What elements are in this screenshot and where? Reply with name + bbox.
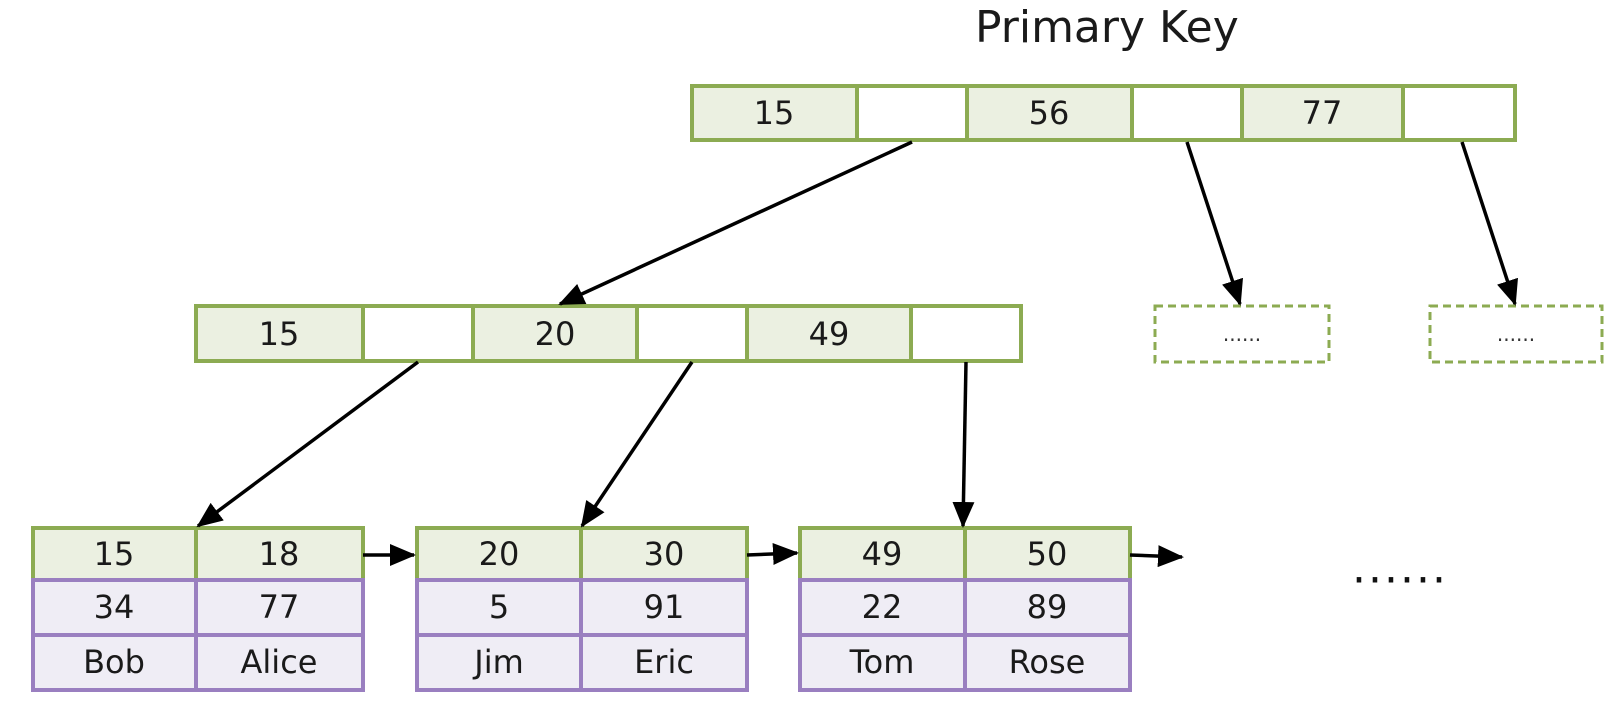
root-pointer-cell [1401,84,1517,142]
tree-pointer-arrow [1185,141,1243,306]
root-key-cell [690,84,859,142]
leaf-key: 18 [259,535,300,573]
leaf-data-cell [798,578,967,637]
root-node: 15 56 77 [690,84,1517,142]
internal-key: 15 [259,315,300,353]
internal-key-cell [194,304,365,363]
internal-key-cell [471,304,639,363]
leaf-key-cell [415,526,583,582]
internal-pointer-cell [909,304,1023,363]
leaf-node: 15 18 34 77 Bob Alice [31,526,365,692]
continuation-dots: ...... [1352,543,1448,594]
tree-pointer-arrow [952,361,975,528]
placeholder-node: ...... [1153,304,1331,364]
leaf-node: 49 50 22 89 Tom Rose [798,526,1132,692]
leaf-key: 50 [1027,535,1068,573]
root-key: 77 [1302,94,1343,132]
root-key-cell [1240,84,1405,142]
internal-node: 15 20 49 [194,304,1023,363]
leaf-data-cell [963,578,1132,637]
internal-key: 49 [809,315,850,353]
root-pointer-cell [855,84,969,142]
tree-pointer-arrow [1460,141,1518,306]
placeholder-dots: ...... [1223,322,1261,346]
leaf-key: 49 [862,535,903,573]
root-key: 56 [1029,94,1070,132]
leaf-data-cell [194,578,365,637]
leaf-data-cell [963,633,1132,692]
tree-pointer-arrow [580,361,694,528]
leaf-key-cell [798,526,967,582]
leaf-data-cell [415,578,583,637]
root-key-cell [965,84,1134,142]
leaf-name: Rose [1009,643,1086,681]
leaf-value: 34 [94,588,135,626]
leaf-name: Jim [472,643,524,681]
placeholder-box [1428,304,1604,364]
internal-key-cell [745,304,913,363]
leaf-data-cell [579,578,749,637]
leaf-name: Alice [241,643,318,681]
internal-key: 20 [535,315,576,353]
placeholder-node: ...... [1428,304,1604,364]
leaf-data-cell [31,633,198,692]
leaf-value: 91 [644,588,685,626]
leaf-node: 20 30 5 91 Jim Eric [415,526,749,692]
leaf-data-cell [194,633,365,692]
leaf-data-cell [579,633,749,692]
leaf-data-cell [31,578,198,637]
leaf-key-cell [31,526,198,582]
tree-pointer-arrow [196,360,420,528]
placeholder-box [1153,304,1331,364]
leaf-key: 15 [94,535,135,573]
diagram-title: Primary Key [975,2,1239,53]
leaf-name: Tom [849,643,915,681]
leaf-data-cell [798,633,967,692]
leaf-value: 77 [259,588,300,626]
leaf-name: Eric [634,643,694,681]
leaf-key-cell [579,526,749,582]
placeholder-dots: ...... [1497,322,1535,346]
root-key: 15 [754,94,795,132]
tree-pointer-arrow [558,140,913,306]
leaf-key: 30 [644,535,685,573]
leaf-value: 5 [489,588,509,626]
internal-pointer-cell [635,304,749,363]
leaf-value: 89 [1027,588,1068,626]
internal-pointer-cell [361,304,475,363]
leaf-value: 22 [862,588,903,626]
leaf-data-cell [415,633,583,692]
leaf-key: 20 [479,535,520,573]
leaf-name: Bob [83,643,145,681]
root-pointer-cell [1130,84,1244,142]
leaf-link-arrow [1129,545,1184,568]
leaf-link-arrow [746,542,799,565]
